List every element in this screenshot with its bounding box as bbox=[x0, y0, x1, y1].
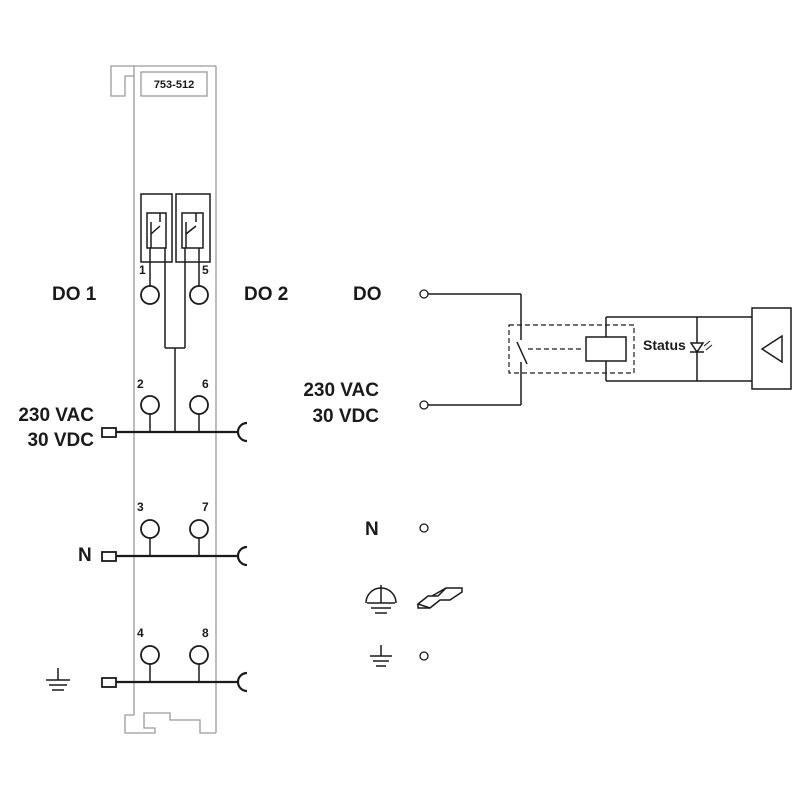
terminal-number-2: 2 bbox=[137, 377, 144, 391]
module-housing bbox=[110, 65, 217, 734]
supply-label-left-2: 30 VDC bbox=[27, 430, 94, 451]
supply-rail bbox=[101, 395, 248, 443]
protective-earth-icon bbox=[365, 585, 397, 614]
terminal-1 bbox=[140, 248, 160, 305]
part-number: 753-512 bbox=[154, 79, 194, 91]
do-terminal bbox=[419, 289, 522, 340]
do-label-right: DO bbox=[353, 284, 382, 305]
ground-rail bbox=[101, 645, 248, 693]
terminal-number-5: 5 bbox=[202, 263, 209, 277]
terminal-number-3: 3 bbox=[137, 500, 144, 514]
relay-contact-icon bbox=[175, 193, 211, 263]
status-label: Status bbox=[643, 337, 686, 353]
triangle-icon bbox=[751, 307, 792, 390]
supply-label-right-2: 30 VDC bbox=[312, 406, 379, 427]
ground-icon bbox=[370, 645, 392, 667]
led-icon bbox=[689, 340, 713, 354]
do1-label: DO 1 bbox=[52, 284, 97, 305]
terminal-number-8: 8 bbox=[202, 626, 209, 640]
terminal-number-1: 1 bbox=[139, 263, 146, 277]
neutral-rail bbox=[101, 519, 248, 567]
common-feed bbox=[164, 248, 186, 432]
relay-schematic bbox=[508, 317, 635, 381]
neutral-terminal-right bbox=[419, 523, 429, 533]
terminal-5 bbox=[189, 248, 209, 305]
terminal-number-7: 7 bbox=[202, 500, 209, 514]
supply-label-right-1: 230 VAC bbox=[303, 380, 379, 401]
terminal-number-4: 4 bbox=[137, 626, 144, 640]
ground-icon bbox=[46, 668, 70, 691]
neutral-label-left: N bbox=[78, 545, 92, 566]
do2-label: DO 2 bbox=[244, 284, 288, 305]
supply-terminal bbox=[419, 362, 522, 410]
terminal-number-6: 6 bbox=[202, 377, 209, 391]
relay-contact-icon bbox=[140, 193, 173, 263]
neutral-label-right: N bbox=[365, 519, 379, 540]
din-rail-icon bbox=[416, 587, 463, 609]
supply-label-left-1: 230 VAC bbox=[18, 405, 94, 426]
ground-terminal-right bbox=[419, 651, 429, 661]
